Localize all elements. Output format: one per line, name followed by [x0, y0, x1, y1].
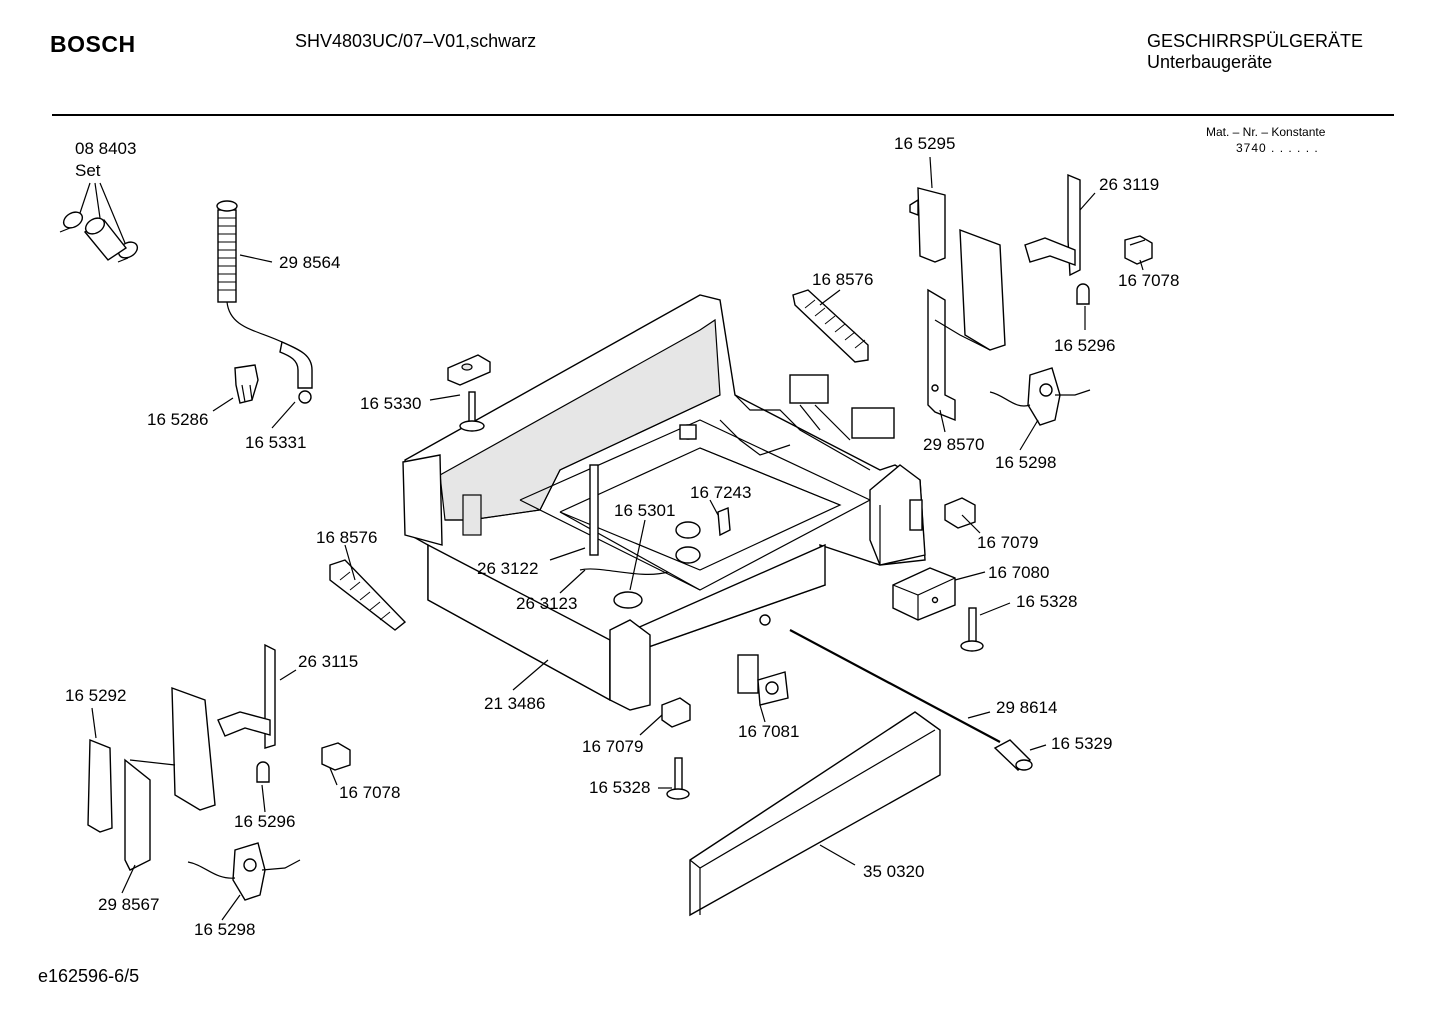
sensor-165298-top: [989, 367, 1091, 426]
part-label: 26 3123: [516, 594, 577, 613]
part-label: 26 3115: [298, 652, 358, 671]
heater-element-right: [792, 289, 869, 363]
knob-165329: [993, 739, 1033, 771]
part-label: 16 5298: [995, 453, 1056, 472]
part-label: 16 5301: [614, 501, 675, 520]
clip-167078-left: [321, 742, 351, 771]
leveling-foot-right: [960, 607, 984, 652]
part-label: 21 3486: [484, 694, 545, 713]
leveling-foot-front: [666, 757, 690, 800]
part-label: 08 8403: [75, 139, 136, 158]
part-label: 26 3119: [1099, 175, 1159, 194]
connectors: [789, 374, 895, 441]
part-label: 16 7079: [977, 533, 1038, 552]
bracket-263115: [217, 643, 276, 749]
clip-167078-top: [1124, 235, 1153, 265]
cover-165292: [87, 738, 113, 833]
part-label: 16 5296: [1054, 336, 1115, 355]
cover-165295: [909, 187, 946, 263]
bracket-298570: [927, 228, 1006, 422]
part-label: 16 5298: [194, 920, 255, 939]
part-label: 16 5296: [234, 812, 295, 831]
part-label: 16 5331: [245, 433, 306, 452]
part-label: 16 5328: [1016, 592, 1077, 611]
model-number: SHV4803UC/07–V01,schwarz: [295, 31, 537, 51]
drawing-code: e162596-6/5: [38, 966, 140, 986]
clamp-set: [59, 211, 139, 263]
part-label: 16 7243: [690, 483, 751, 502]
sensor-165298-left: [187, 842, 301, 901]
front-panel-350320: [689, 711, 941, 917]
part-label: 16 5330: [360, 394, 421, 413]
float-switch-parts: [579, 507, 731, 609]
part-label: 35 0320: [863, 862, 924, 881]
small-block: [447, 354, 491, 386]
fill-valve-167081: [737, 654, 789, 706]
hose-clip: [234, 364, 259, 404]
part-label: 16 5328: [589, 778, 650, 797]
part-label: 29 8570: [923, 435, 984, 454]
brand-logo: BOSCH: [50, 31, 136, 57]
part-label: Set: [75, 161, 101, 180]
bracket-263119: [1024, 173, 1081, 277]
part-label: 16 8576: [316, 528, 377, 547]
rod-298614: [789, 629, 1001, 743]
leader-lines: [79, 156, 1144, 921]
appliance-subcategory: Unterbaugeräte: [1147, 52, 1273, 72]
drain-hose: [216, 200, 313, 404]
part-label: 16 5295: [894, 134, 955, 153]
appliance-category: GESCHIRRSPÜLGERÄTE: [1147, 31, 1364, 51]
part-label: 29 8567: [98, 895, 159, 914]
part-label: 29 8564: [279, 253, 340, 272]
bracket-298567: [124, 686, 216, 871]
part-label: 16 5286: [147, 410, 208, 429]
part-label: 16 5329: [1051, 734, 1112, 753]
box-167080: [892, 567, 956, 621]
clip-165296-top: [1076, 283, 1090, 305]
heater-element-left: [329, 559, 407, 631]
part-label: 16 5292: [65, 686, 126, 705]
clip-165296-left: [256, 761, 270, 783]
part-label: 16 7079: [582, 737, 643, 756]
base-frame: [402, 294, 926, 711]
leveling-foot-top: [459, 391, 485, 432]
header-divider: [52, 114, 1394, 116]
material-number-label: Mat. – Nr. – Konstante: [1206, 125, 1326, 139]
part-label: 26 3122: [477, 559, 538, 578]
part-label: 29 8614: [996, 698, 1057, 717]
part-label: 16 7080: [988, 563, 1049, 582]
part-label: 16 7081: [738, 722, 799, 741]
bracket-167079-front: [661, 697, 691, 728]
part-label: 16 7078: [1118, 271, 1179, 290]
part-label: 16 8576: [812, 270, 873, 289]
part-label: 16 7078: [339, 783, 400, 802]
material-number-value: 3740 . . . . . .: [1236, 141, 1319, 155]
part-labels: 08 8403 Set 29 8564 16 5286 16 5331 16 5…: [65, 134, 1179, 939]
